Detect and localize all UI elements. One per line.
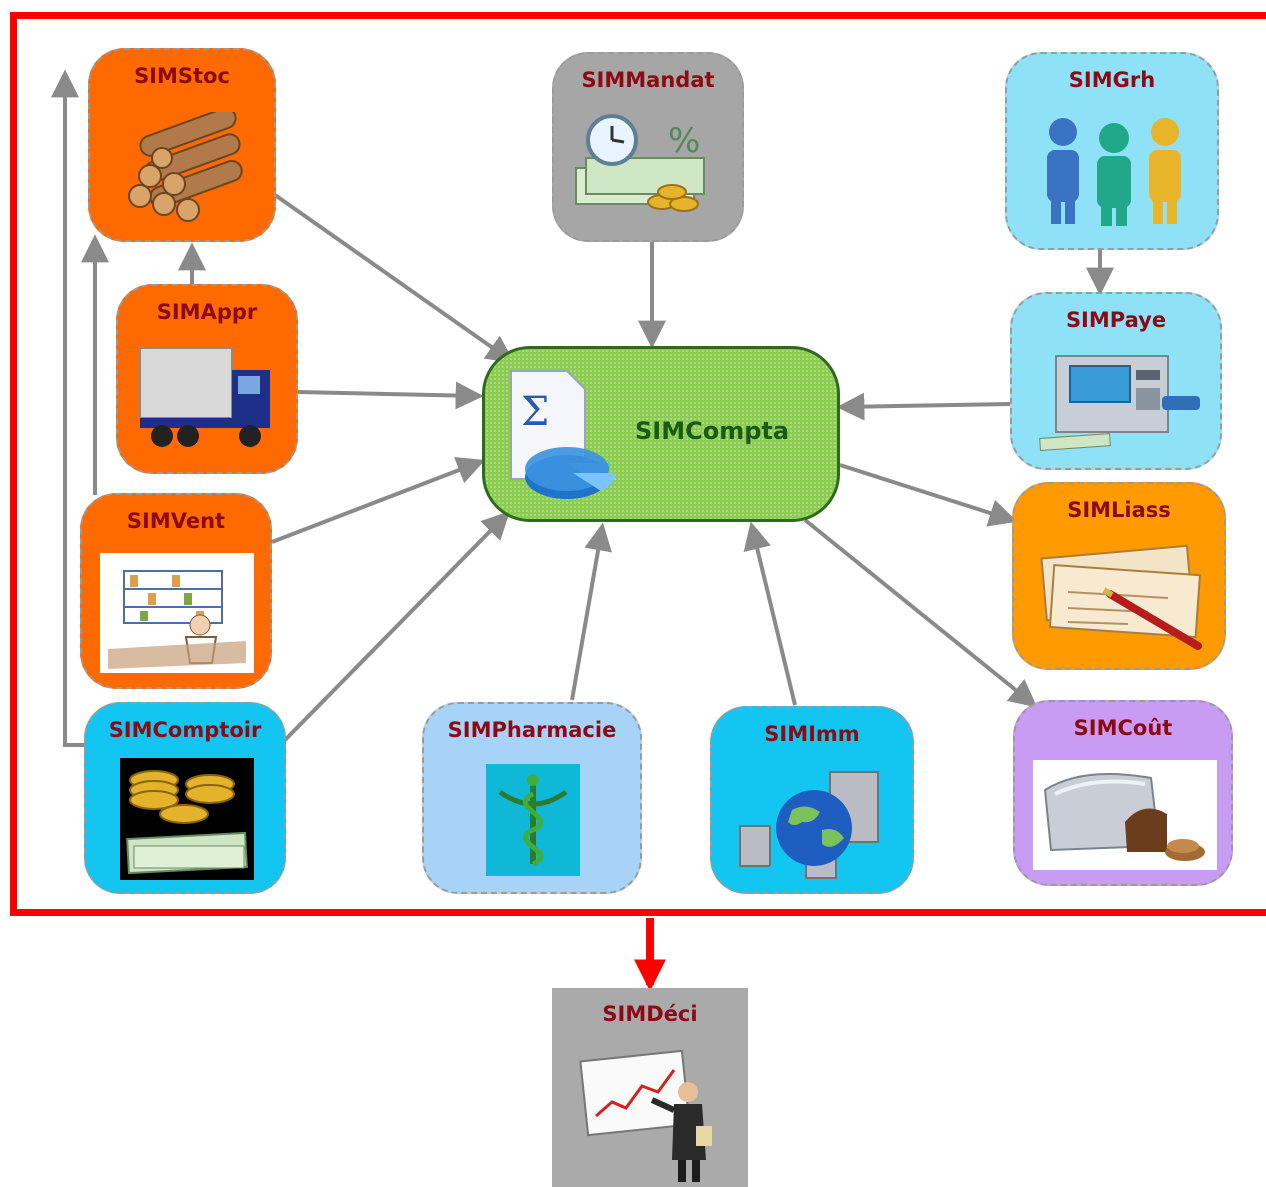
coins-icon xyxy=(120,758,254,880)
svg-text:%: % xyxy=(668,121,700,161)
node-label: SIMImm xyxy=(764,722,860,746)
node-label: SIMCoût xyxy=(1073,716,1173,740)
node-simcompta: SIMCompta Σ xyxy=(482,346,840,522)
presenter-chart-icon xyxy=(579,1049,712,1182)
node-simcout: SIMCoût xyxy=(1013,700,1233,886)
node-simappr: SIMAppr xyxy=(116,284,298,474)
node-simstoc: SIMStoc xyxy=(88,48,276,242)
checks-pen-icon xyxy=(1040,544,1202,650)
node-label: SIMVent xyxy=(126,509,226,533)
node-simimm: SIMImm xyxy=(710,706,914,894)
node-simvent: SIMVent xyxy=(80,493,272,689)
caduceus-icon xyxy=(486,764,580,876)
people-icon xyxy=(1047,118,1181,226)
atm-icon xyxy=(1039,355,1200,452)
globe-buildings-icon xyxy=(739,771,879,879)
node-label: SIMComptoir xyxy=(108,718,262,742)
node-label: SIMPaye xyxy=(1065,308,1167,332)
node-simmandat: SIMMandat % xyxy=(552,52,744,242)
node-label: SIMMandat xyxy=(581,68,715,92)
system-boundary-frame xyxy=(10,12,1266,916)
node-label: SIMLiass xyxy=(1067,498,1171,522)
node-label: SIMGrh xyxy=(1068,68,1156,92)
node-label: SIMCompta xyxy=(635,417,790,445)
node-simcomptoir: SIMComptoir xyxy=(84,702,286,894)
node-label: SIMStoc xyxy=(134,64,230,88)
node-label: SIMDéci xyxy=(602,1002,698,1026)
node-simliass: SIMLiass xyxy=(1012,482,1226,670)
node-label: SIMPharmacie xyxy=(447,718,617,742)
truck-icon xyxy=(139,347,270,447)
logs-icon xyxy=(128,112,243,222)
node-simgrh: SIMGrh xyxy=(1005,52,1219,250)
money-clock-icon: % xyxy=(575,114,705,212)
node-simdeci: SIMDéci xyxy=(552,988,748,1187)
node-simpaye: SIMPaye xyxy=(1010,292,1222,470)
svg-text:Σ: Σ xyxy=(521,389,549,435)
sigma-pie-icon: Σ xyxy=(510,370,616,499)
node-label: SIMAppr xyxy=(156,300,258,324)
shop-sketch-icon xyxy=(100,553,254,673)
bread-machine-icon xyxy=(1033,760,1217,870)
node-simpharmacie: SIMPharmacie xyxy=(422,702,642,894)
